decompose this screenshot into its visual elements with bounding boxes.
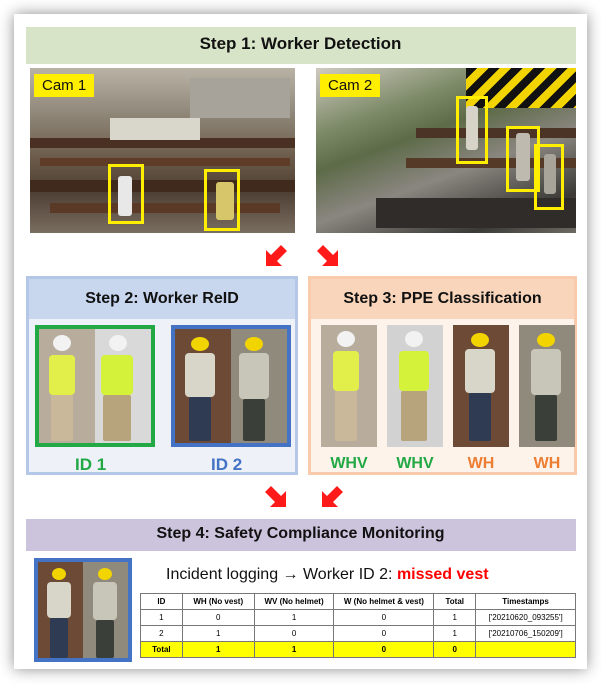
table-cell: 1 xyxy=(181,625,255,642)
step3-panel: Step 3: PPE Classification WHV WHV WH WH xyxy=(308,276,577,475)
step2-title: Step 2: Worker ReID xyxy=(85,290,239,307)
table-cell: 1 xyxy=(253,609,335,626)
cam1-label: Cam 1 xyxy=(34,74,95,97)
cam2-bbox-3 xyxy=(534,144,564,210)
table-cell: Total xyxy=(140,641,183,658)
table-header: Timestamps xyxy=(475,593,576,610)
arrow-down-right-icon xyxy=(317,245,338,266)
incident-highlight: missed vest xyxy=(396,566,489,583)
step2-panel: Step 2: Worker ReID ID 1 ID 2 xyxy=(26,276,298,475)
table-header: Total xyxy=(433,593,477,610)
ppe-image-2 xyxy=(387,325,443,447)
ppe-image-1 xyxy=(321,325,377,447)
table-cell: 0 xyxy=(181,609,255,626)
ppe-image-4 xyxy=(519,325,575,447)
table-cell: 1 xyxy=(140,609,183,626)
cam1-bbox-1 xyxy=(108,164,144,224)
table-cell: ['20210620_093255'] xyxy=(475,609,576,626)
table-header: WV (No helmet) xyxy=(253,593,335,610)
table-row: 2 1 0 0 1 ['20210706_150209'] xyxy=(140,625,576,642)
table-cell: 1 xyxy=(253,641,335,658)
table-cell: 1 xyxy=(181,641,255,658)
table-cell: 0 xyxy=(253,625,335,642)
table-header: ID xyxy=(140,593,183,610)
table-row: 1 0 1 0 1 ['20210620_093255'] xyxy=(140,609,576,626)
arrow-down-left-icon xyxy=(322,486,343,507)
step3-header-bar xyxy=(311,279,574,319)
table-header-row: ID WH (No vest) WV (No helmet) W (No hel… xyxy=(140,593,576,610)
cam2-label: Cam 2 xyxy=(320,74,381,97)
table-total-row: Total 1 1 0 0 xyxy=(140,641,576,658)
table-cell: 1 xyxy=(433,625,477,642)
ppe-image-3 xyxy=(453,325,509,447)
incident-table: ID WH (No vest) WV (No helmet) W (No hel… xyxy=(140,593,576,658)
table-cell: 0 xyxy=(333,625,435,642)
id2-label: ID 2 xyxy=(211,455,243,474)
cam1-image: Cam 1 xyxy=(30,68,295,233)
step2-header-bar xyxy=(29,279,295,319)
incident-prefix: Incident logging → Worker ID 2: xyxy=(166,566,393,583)
table-cell xyxy=(475,641,576,658)
table-header: WH (No vest) xyxy=(181,593,255,610)
table-header: W (No helmet & vest) xyxy=(333,593,435,610)
ppe-label-4: WH xyxy=(533,455,561,472)
table-cell: 0 xyxy=(333,609,435,626)
table-cell: ['20210706_150209'] xyxy=(475,625,576,642)
incident-log-text: Incident logging → Worker ID 2: missed v… xyxy=(166,566,489,584)
table-cell: 0 xyxy=(433,641,477,658)
ppe-label-3: WH xyxy=(467,455,495,472)
cam2-image: Cam 2 xyxy=(316,68,576,233)
step3-title: Step 3: PPE Classification xyxy=(343,290,542,307)
step1-title: Step 1: Worker Detection xyxy=(199,34,402,53)
table-cell: 0 xyxy=(333,641,435,658)
id1-image xyxy=(35,325,155,447)
cam1-bbox-2 xyxy=(204,169,240,231)
step4-title: Step 4: Safety Compliance Monitoring xyxy=(156,525,445,542)
id1-label: ID 1 xyxy=(75,455,107,474)
ppe-label-1: WHV xyxy=(330,455,368,472)
step1-header-bar xyxy=(26,27,576,64)
id2-image xyxy=(171,325,291,447)
table-cell: 2 xyxy=(140,625,183,642)
cam2-bbox-2 xyxy=(506,126,540,192)
id2-incident-image xyxy=(34,558,132,662)
arrow-down-left-icon xyxy=(266,245,287,266)
table-cell: 1 xyxy=(433,609,477,626)
step4-header-bar xyxy=(26,519,576,551)
cam2-bbox-1 xyxy=(456,96,488,164)
ppe-label-2: WHV xyxy=(396,455,434,472)
arrow-down-right-icon xyxy=(265,486,286,507)
